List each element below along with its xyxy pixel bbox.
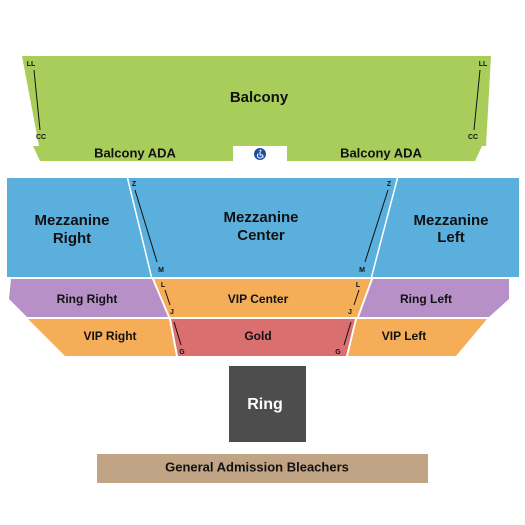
section-label-balcony-ada-right: Balcony ADA — [340, 145, 422, 160]
row-label: LL — [27, 61, 36, 68]
section-label-vip-left: VIP Left — [382, 329, 426, 343]
section-label-mezzanine-right: Right — [53, 230, 91, 247]
section-vip-right[interactable] — [28, 319, 176, 356]
aisle-mezz-left — [134, 189, 158, 263]
section-mezzanine-center[interactable] — [128, 178, 397, 277]
section-mezzanine-right[interactable] — [7, 178, 151, 277]
aisle-mezz-right — [364, 189, 389, 263]
wheelchair-icon — [254, 148, 266, 160]
row-label: L — [161, 282, 166, 289]
aisle-vip-right — [353, 289, 360, 306]
section-gold[interactable] — [171, 319, 355, 356]
section-vip-center[interactable] — [154, 279, 371, 317]
section-ring-right[interactable] — [9, 279, 168, 317]
section-balcony[interactable] — [22, 56, 491, 146]
row-label: CC — [468, 134, 478, 141]
section-label-mezzanine-center: Mezzanine — [223, 209, 298, 226]
section-label-bleachers: General Admission Bleachers — [165, 459, 349, 474]
row-label: G — [335, 349, 341, 356]
section-label-mezzanine-center: Center — [237, 227, 285, 244]
section-label-mezzanine-right: Mezzanine — [34, 212, 109, 229]
section-label-vip-center: VIP Center — [228, 292, 289, 306]
section-label-ring-right: Ring Right — [57, 292, 118, 306]
row-label: Z — [387, 181, 392, 188]
row-label: G — [179, 349, 185, 356]
row-label: M — [158, 267, 164, 274]
section-label-vip-right: VIP Right — [83, 329, 136, 343]
section-general-admission-bleachers[interactable] — [97, 454, 428, 483]
aisle-balcony-left — [33, 69, 41, 131]
aisle-balcony-right — [473, 69, 481, 131]
row-label: L — [356, 282, 361, 289]
ring[interactable] — [229, 366, 306, 442]
row-label: Z — [132, 181, 137, 188]
section-label-mezzanine-left: Mezzanine — [413, 212, 488, 229]
section-vip-left[interactable] — [348, 319, 487, 356]
section-label-gold: Gold — [244, 329, 271, 343]
row-label: J — [348, 309, 352, 316]
row-label: CC — [36, 134, 46, 141]
section-label-balcony: Balcony — [230, 89, 289, 106]
section-divider — [126, 177, 153, 278]
aisle-gold-left — [173, 321, 182, 346]
section-mezzanine-left[interactable] — [372, 178, 519, 277]
aisle-gold-right — [343, 321, 352, 346]
section-label-ring-left: Ring Left — [400, 292, 452, 306]
ring-label: Ring — [247, 396, 283, 413]
section-divider — [370, 177, 399, 278]
aisle-vip-left — [164, 289, 171, 306]
section-label-balcony-ada-left: Balcony ADA — [94, 145, 176, 160]
section-balcony-ada-right[interactable] — [287, 146, 482, 161]
section-ring-left[interactable] — [359, 279, 509, 317]
row-label: J — [170, 309, 174, 316]
section-balcony-ada-left[interactable] — [33, 146, 233, 161]
row-label: M — [359, 267, 365, 274]
section-label-mezzanine-left: Left — [437, 229, 465, 246]
row-label: LL — [479, 61, 488, 68]
